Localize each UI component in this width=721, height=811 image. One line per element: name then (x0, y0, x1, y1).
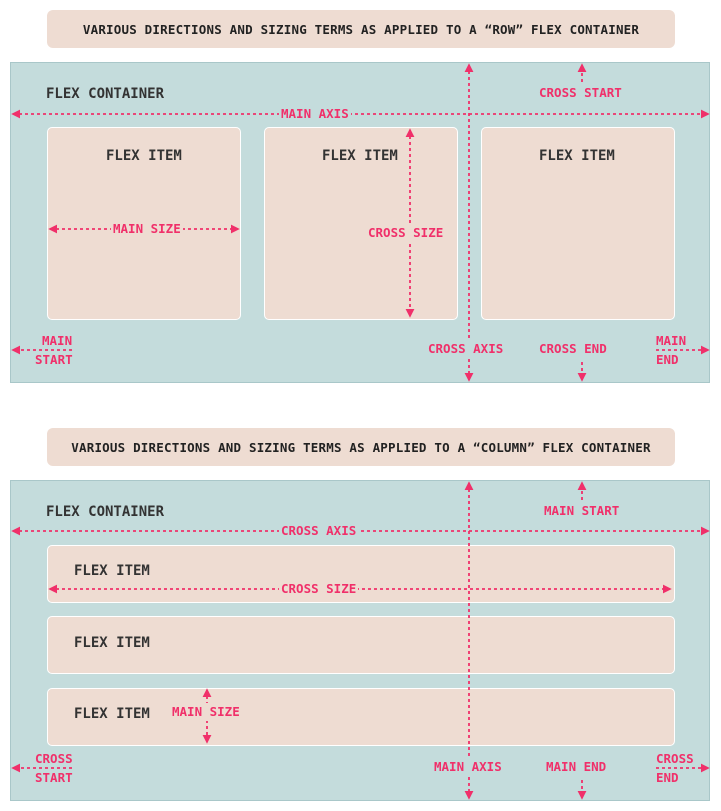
row-flex-item-2 (264, 127, 458, 320)
column-diagram-title: VARIOUS DIRECTIONS AND SIZING TERMS AS A… (47, 428, 675, 466)
column-item-label-2: FLEX ITEM (74, 635, 150, 651)
column-cross-start-label-line2: START (35, 770, 73, 785)
row-item-label-2: FLEX ITEM (322, 148, 398, 164)
column-flex-item-2 (47, 616, 675, 674)
row-flex-item-3 (481, 127, 675, 320)
row-cross-size-label: CROSS SIZE (366, 224, 446, 242)
column-item-label-1: FLEX ITEM (74, 563, 150, 579)
column-container-label: FLEX CONTAINER (46, 504, 165, 520)
column-cross-end-label-line1: CROSS (656, 751, 694, 766)
column-main-axis-label: MAIN AXIS (432, 758, 504, 776)
row-item-label-3: FLEX ITEM (539, 148, 615, 164)
row-item-label-1: FLEX ITEM (106, 148, 182, 164)
row-cross-axis-label: CROSS AXIS (426, 340, 506, 358)
row-main-start-label-line1: MAIN (42, 333, 73, 348)
row-container-label: FLEX CONTAINER (46, 86, 165, 102)
column-cross-size-label: CROSS SIZE (279, 580, 359, 598)
row-cross-end-label: CROSS END (539, 341, 607, 356)
row-main-end-label-line1: MAIN (656, 333, 687, 348)
row-main-end-label-line2: END (656, 352, 679, 367)
column-item-label-3: FLEX ITEM (74, 706, 150, 722)
row-flex-item-1 (47, 127, 241, 320)
column-main-end-label: MAIN END (546, 759, 607, 774)
column-cross-axis-label: CROSS AXIS (279, 522, 359, 540)
row-diagram-title: VARIOUS DIRECTIONS AND SIZING TERMS AS A… (47, 10, 675, 48)
column-flex-item-3 (47, 688, 675, 746)
column-cross-end-label-line2: END (656, 770, 679, 785)
column-main-start-label: MAIN START (544, 503, 620, 518)
row-main-start-label-line2: START (35, 352, 73, 367)
row-main-axis-label: MAIN AXIS (279, 105, 351, 123)
row-main-size-label: MAIN SIZE (111, 220, 183, 238)
column-main-size-label: MAIN SIZE (170, 703, 242, 721)
row-cross-start-label: CROSS START (539, 85, 622, 100)
column-cross-start-label-line1: CROSS (35, 751, 73, 766)
